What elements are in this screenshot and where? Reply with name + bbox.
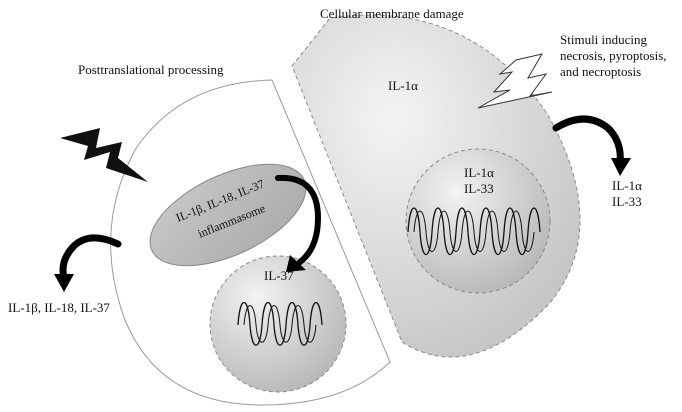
- dna-coil-right-back: [413, 210, 535, 252]
- label-nucleus-right-2: IL-33: [464, 181, 494, 196]
- inflammasome-to-nucleus-arrow: [275, 174, 322, 265]
- release-arrowhead-right-icon: [611, 158, 631, 176]
- label-released-right-2: IL-33: [612, 194, 642, 209]
- label-stimuli-1: Stimuli inducing: [560, 32, 648, 47]
- label-cellular-damage: Cellular membrane damage: [320, 6, 464, 21]
- label-stimuli-3: and necroptosis: [560, 64, 641, 79]
- label-stimuli-2: necrosis, pyroptosis,: [560, 48, 667, 63]
- lightning-bolt-black-icon: [60, 128, 148, 182]
- label-posttranslational: Posttranslational processing: [78, 62, 224, 77]
- inflammasome-oval: [149, 163, 307, 267]
- dna-coil-left-back: [243, 305, 317, 343]
- release-arrow-right: [552, 115, 624, 166]
- nucleus-right: [405, 148, 551, 294]
- label-il1a-cytoplasm: IL-1α: [388, 78, 418, 93]
- nucleus-left: [209, 255, 347, 393]
- release-arrowhead-left-icon: [54, 274, 74, 292]
- lightning-bolt-white-icon: [477, 53, 553, 109]
- inflammasome-arrowhead-icon: [286, 255, 306, 272]
- label-released-right-1: IL-1α: [612, 178, 642, 193]
- release-arrow-left: [59, 234, 122, 282]
- label-released-left: IL-1β, IL-18, IL-37: [8, 300, 110, 315]
- label-nucleus-right-1: IL-1α: [464, 165, 494, 180]
- dna-coil-right: [407, 207, 541, 255]
- label-nucleus-left: IL-37: [264, 268, 294, 283]
- dna-coil-left: [237, 302, 323, 346]
